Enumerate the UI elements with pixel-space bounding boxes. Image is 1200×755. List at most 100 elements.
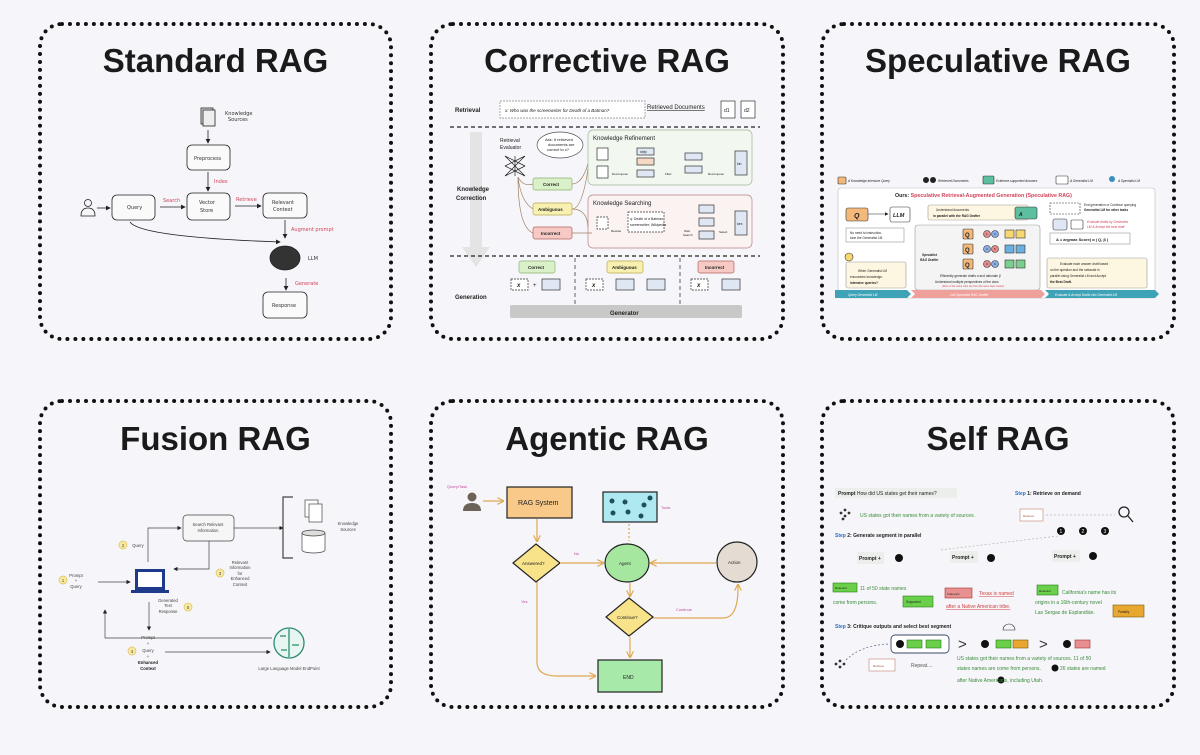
augment-prompt-label: Augment prompt xyxy=(291,227,334,233)
seg3-line2: origins in a 16th-century novel xyxy=(1035,600,1102,606)
relevant-label-1: Relevant xyxy=(835,586,847,590)
user-icon xyxy=(463,492,481,511)
gen-incorrect-tag xyxy=(697,260,735,274)
query-box xyxy=(111,194,156,221)
specialist-label: Specialist xyxy=(922,253,938,257)
relevant-context-label-2: Context xyxy=(273,207,293,213)
evaluator-network-icon xyxy=(504,155,526,177)
self-rag-diagram xyxy=(832,488,1145,684)
relevant-token-3 xyxy=(1036,584,1059,596)
generated-2: Text xyxy=(164,603,173,608)
partially-label: Partially xyxy=(1118,610,1130,614)
end-box xyxy=(597,659,663,693)
gen-correct-label: Correct xyxy=(528,265,545,270)
gen-ambiguous-label: Ambiguous xyxy=(612,265,637,270)
llm-box xyxy=(889,206,911,223)
argmax-formula: A = argmax Score( α | Q, β ) xyxy=(1056,237,1109,242)
evaluate-each-2: on the question and the rationale in xyxy=(1050,268,1100,272)
filter-label: Filter xyxy=(665,172,672,176)
fusion-rag-card: Fusion RAG xyxy=(38,399,393,709)
when-generalist-2: encounters knowledge- xyxy=(850,275,883,279)
agentic-rag-title: Agentic RAG xyxy=(505,420,709,457)
final-line2b: 26 states are named xyxy=(1060,666,1106,672)
standard-rag-card: Standard RAG xyxy=(38,22,393,341)
no-finetune-2: tune the Generalist LM xyxy=(850,236,883,240)
d2-label: d2 xyxy=(744,108,750,114)
final-line3: after Native Americans, including Utah. xyxy=(957,678,1043,684)
first-output: US states got their names from a variety… xyxy=(860,513,975,519)
prompt-query-3: Query xyxy=(70,584,82,589)
continue-diamond xyxy=(605,597,654,637)
step-word: Step xyxy=(1015,491,1026,497)
generate-label: Generate xyxy=(295,281,318,287)
ambiguous-tag xyxy=(532,202,573,216)
final-line1: US states got their names from a variety… xyxy=(957,656,1091,662)
retrieve-label: Retrieve xyxy=(1023,514,1035,518)
final-line2: states names are come from persons. xyxy=(957,666,1041,672)
knowledge-correction-label-2: Correction xyxy=(456,196,487,202)
prompt-plus-1: Prompt + xyxy=(859,556,881,562)
laptop-icon xyxy=(131,569,169,593)
fusion-rag-title: Fusion RAG xyxy=(120,420,311,457)
step1-text: 1: Retrieve on demand xyxy=(1027,491,1081,497)
retrieval-label: Retrieval xyxy=(455,108,481,114)
prompt-text: How did US states get their names? xyxy=(857,491,937,497)
tools-box xyxy=(602,491,658,523)
fusion-rag-diagram xyxy=(58,496,326,659)
prompt-label: Prompt xyxy=(838,491,856,497)
relevant-context-label: Relevant xyxy=(272,200,294,206)
no-finetune: No need to instruction- xyxy=(850,231,882,235)
llm-endpoint-label: Large Language Model EndPoint xyxy=(258,666,320,671)
rewritten-query-2: screenwriter; Wikipedia xyxy=(630,223,666,227)
retrieval-evaluator-label-2: Evaluator xyxy=(500,145,521,151)
search-label: Search xyxy=(163,198,180,204)
generator-bar xyxy=(510,305,742,318)
speculative-rag-diagram xyxy=(835,175,1159,299)
num-2: 2 xyxy=(1082,529,1085,535)
prompt-plus-3: Prompt + xyxy=(1054,554,1076,560)
drafter-q-3: Q xyxy=(965,263,970,269)
retrieve-label: Retrieve xyxy=(236,197,257,203)
response-box xyxy=(262,291,308,319)
supported-label: Supported xyxy=(906,600,921,604)
knowledge-sources-label-2: Sources xyxy=(228,117,248,123)
web-search-label-2: Search xyxy=(683,233,693,237)
vector-store-box xyxy=(186,192,231,221)
cloud-text-3: correct to x? xyxy=(547,147,570,152)
prompt-enhanced-5: Enhanced xyxy=(138,660,158,665)
x-label: x xyxy=(516,283,521,289)
step3-label: Step 3: Critique outputs and select best… xyxy=(835,624,951,630)
evaluate-each-4: the Best Draft. xyxy=(1050,280,1072,284)
rag-system-label: RAG System xyxy=(518,500,559,507)
doc-num: 4 xyxy=(986,247,988,251)
standard-rag-diagram xyxy=(80,107,308,319)
no-label: No xyxy=(574,551,580,556)
standard-rag-title: Standard RAG xyxy=(102,42,329,79)
yes-label: Yes xyxy=(521,599,528,604)
database-icon xyxy=(301,529,326,554)
when-generalist-3: intensive queries? xyxy=(850,281,878,285)
understand-docs-2: in parallel with the RAG Drafter xyxy=(933,214,981,218)
irrelevant-label: Irrelevant xyxy=(947,592,960,596)
relevant-context-box xyxy=(262,192,308,219)
vector-store-label-2: Store xyxy=(200,208,213,214)
efficiently-text: Efficiently generate drafts α and ration… xyxy=(940,274,1001,278)
incorrect-tag xyxy=(532,226,573,240)
legend-answers: Evidence-supported Answers xyxy=(996,179,1038,183)
llm-brain-icon xyxy=(273,627,305,659)
corrective-rag-diagram xyxy=(450,100,760,318)
knowledge-searching-label: Knowledge Searching xyxy=(593,201,651,207)
knowledge-refinement-label: Knowledge Refinement xyxy=(593,136,655,142)
llm-label: LLM xyxy=(308,256,318,262)
step-evaluate-label: Evaluate & Accept Drafts into Generalist… xyxy=(1055,293,1117,297)
strip-label: strip xyxy=(640,150,647,154)
legend-generalist: A Generalist LM xyxy=(1069,179,1093,183)
d1-label: d1 xyxy=(724,108,730,114)
retrieve-token xyxy=(1019,508,1044,522)
preprocess-box xyxy=(186,144,231,171)
step-call-drafter xyxy=(911,290,1045,298)
retrieval-evaluator-label: Retrieval xyxy=(500,138,520,144)
doc-num: 3 xyxy=(986,262,988,266)
step-query-label: Query Generalist LM xyxy=(848,293,878,297)
thought-cloud xyxy=(536,131,584,159)
